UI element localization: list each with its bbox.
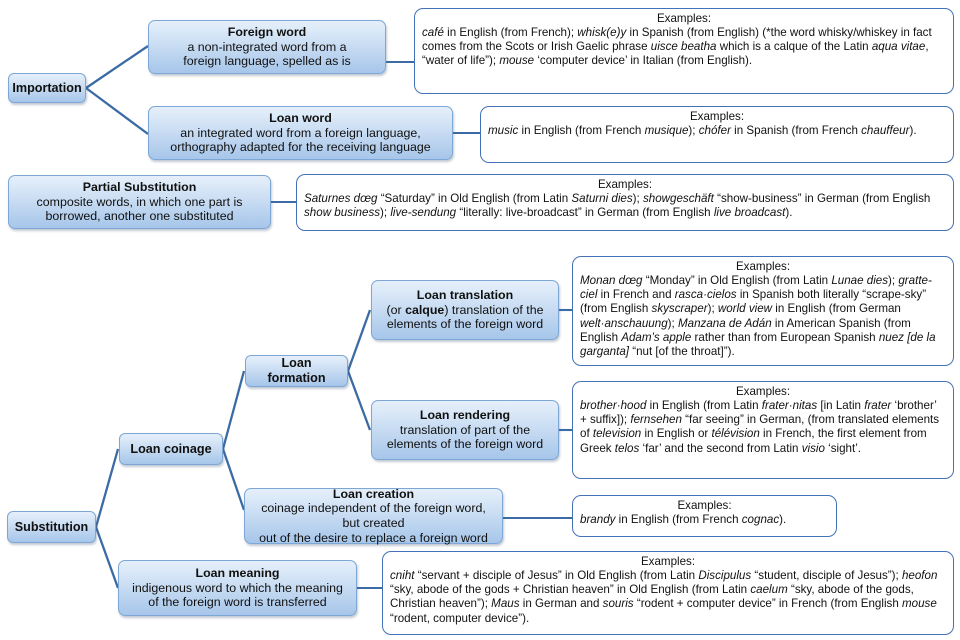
- node-loan-rendering-desc-line1: translation of part of the: [399, 422, 531, 437]
- node-loan-rendering-desc-line2: elements of the foreign word: [386, 437, 544, 452]
- examples-loan-creation-body: brandy in English (from French cognac).: [580, 513, 787, 527]
- link-loan-formation-loan-translation: [346, 309, 372, 372]
- node-loan-translation-title: Loan translation: [416, 288, 514, 303]
- node-loan-meaning-desc-line1: indigenous word to which the meaning: [132, 580, 343, 595]
- link-substitution-loan-meaning: [94, 526, 120, 589]
- node-loan-rendering-title: Loan rendering: [419, 408, 511, 423]
- node-loan-word-title: Loan word: [269, 111, 332, 126]
- node-loan-formation[interactable]: Loan formation: [245, 355, 348, 387]
- examples-loan-translation-body: Monan dœg “Monday” in Old English (from …: [580, 274, 936, 358]
- node-loan-rendering[interactable]: Loan rendering translation of part of th…: [371, 400, 559, 460]
- examples-partial-substitution-body: Saturnes dœg “Saturday” in Old English (…: [304, 192, 931, 220]
- node-substitution[interactable]: Substitution: [7, 511, 96, 543]
- examples-heading: Examples:: [689, 110, 745, 123]
- examples-foreign-word: Examples: café in English (from French);…: [414, 8, 954, 94]
- node-substitution-title: Substitution: [14, 519, 89, 534]
- node-partial-substitution[interactable]: Partial Substitution composite words, in…: [8, 175, 271, 229]
- node-partial-substitution-desc-line1: composite words, in which one part is: [36, 194, 243, 209]
- node-loan-creation-title: Loan creation: [332, 486, 415, 501]
- node-loan-coinage[interactable]: Loan coinage: [119, 433, 223, 465]
- examples-loan-creation: Examples: brandy in English (from French…: [572, 495, 837, 537]
- node-loan-translation-desc-line1: (or calque) translation of the: [386, 302, 544, 317]
- node-loan-word[interactable]: Loan word an integrated word from a fore…: [148, 106, 453, 160]
- examples-foreign-word-body: café in English (from French); whisk(e)y…: [422, 26, 932, 68]
- link-importation-loan-word: [85, 87, 149, 135]
- node-loan-creation-desc-line1: coinage independent of the foreign word,…: [261, 501, 486, 530]
- node-loan-meaning-title: Loan meaning: [195, 566, 280, 581]
- link-substitution-loan-coinage: [94, 448, 120, 528]
- node-foreign-word-desc-line2: foreign language, spelled as is: [183, 54, 351, 69]
- examples-heading: Examples:: [677, 499, 732, 512]
- examples-heading: Examples:: [735, 260, 791, 273]
- node-importation-title: Importation: [12, 80, 82, 95]
- link-importation-foreign-word: [85, 45, 149, 89]
- node-foreign-word[interactable]: Foreign word a non-integrated word from …: [148, 20, 386, 74]
- examples-partial-substitution: Examples: Saturnes dœg “Saturday” in Old…: [296, 174, 954, 231]
- link-loan-coinage-loan-creation: [221, 448, 246, 511]
- link-loan-formation-loan-rendering: [346, 370, 372, 431]
- node-loan-word-desc-line1: an integrated word from a foreign langua…: [180, 125, 421, 140]
- node-partial-substitution-title: Partial Substitution: [82, 180, 197, 195]
- examples-loan-rendering: Examples: brother·hood in English (from …: [572, 381, 954, 479]
- examples-heading: Examples:: [597, 178, 653, 191]
- node-loan-meaning[interactable]: Loan meaning indigenous word to which th…: [118, 560, 357, 616]
- examples-loan-translation: Examples: Monan dœg “Monday” in Old Engl…: [572, 256, 954, 366]
- examples-loan-meaning-body: cniht “servant + disciple of Jesus” in O…: [390, 569, 938, 625]
- node-loan-creation[interactable]: Loan creation coinage independent of the…: [244, 486, 503, 545]
- node-loan-creation-desc-line2: out of the desire to replace a foreign w…: [259, 530, 488, 545]
- examples-loan-meaning: Examples: cniht “servant + disciple of J…: [382, 551, 954, 635]
- node-importation[interactable]: Importation: [8, 73, 86, 103]
- examples-loan-rendering-body: brother·hood in English (from Latin frat…: [580, 399, 940, 455]
- node-loan-translation-desc-line2: elements of the foreign word: [386, 317, 544, 332]
- node-foreign-word-desc-line1: a non-integrated word from a: [187, 39, 347, 54]
- node-loan-translation[interactable]: Loan translation (or calque) translation…: [371, 280, 559, 340]
- examples-heading: Examples:: [640, 555, 696, 568]
- examples-loan-word: Examples: music in English (from French …: [480, 106, 954, 163]
- node-loan-formation-title: Loan formation: [267, 356, 326, 385]
- examples-heading: Examples:: [735, 385, 791, 398]
- node-partial-substitution-desc-line2: borrowed, another one substituted: [45, 209, 234, 224]
- examples-heading: Examples:: [656, 12, 712, 25]
- node-loan-meaning-desc-line2: of the foreign word is transferred: [148, 595, 327, 610]
- node-loan-word-desc-line2: orthography adapted for the receiving la…: [170, 140, 431, 155]
- examples-loan-word-body: music in English (from French musique); …: [488, 124, 917, 138]
- node-loan-coinage-title: Loan coinage: [130, 441, 212, 456]
- link-loan-coinage-loan-formation: [221, 370, 246, 450]
- node-foreign-word-title: Foreign word: [227, 25, 307, 40]
